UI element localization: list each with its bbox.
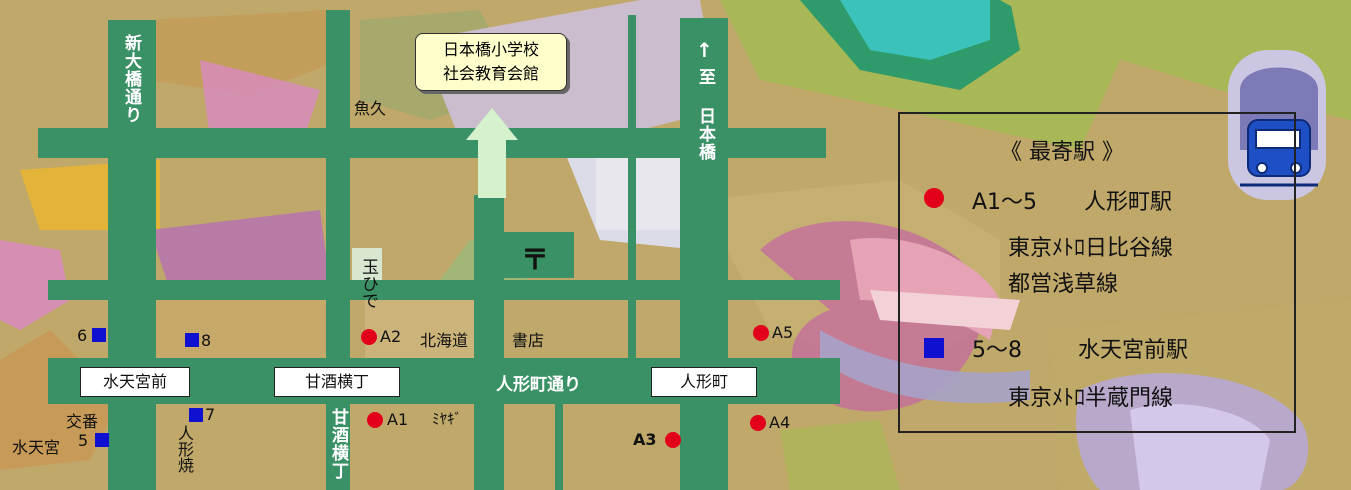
- exit-a4-marker: [750, 415, 766, 431]
- legend-red-marker: [924, 188, 944, 208]
- road-vertical-4: [628, 15, 636, 375]
- arrow-to-school-shaft: [478, 140, 506, 198]
- intersection-suitengumae: 水天宮前: [80, 367, 190, 397]
- place-miyaki: ﾐﾔｷﾞ: [432, 410, 463, 428]
- place-shoten: 書店: [512, 331, 545, 350]
- legend-title: 《 最寄駅 》: [1000, 140, 1124, 165]
- road-vertical-2: [326, 10, 350, 490]
- legend-blue-station: 水天宮前駅: [1078, 338, 1189, 363]
- legend-blue-line1: 東京ﾒﾄﾛ半蔵門線: [1008, 386, 1174, 411]
- road-shin-ohashi: [108, 20, 156, 490]
- legend-red-line1: 東京ﾒﾄﾛ日比谷線: [1008, 236, 1174, 261]
- exit-5-label: 5: [78, 431, 89, 450]
- school-callout: 日本橋小学校 社会教育会館: [415, 33, 567, 91]
- road-label-ningyocho-dori: 人形町通り: [496, 375, 581, 395]
- school-callout-line2: 社会教育会館: [442, 64, 539, 83]
- exit-a3-marker: [665, 432, 681, 448]
- exit-8-marker: [185, 333, 199, 347]
- exit-a1-label: A1: [387, 410, 409, 429]
- exit-6-label: 6: [77, 326, 88, 345]
- place-suitengu: 水天宮: [12, 438, 61, 457]
- road-to-nihonbashi: [680, 18, 728, 490]
- exit-7-label: 7: [205, 405, 216, 424]
- to-nihonbashi-arrow: ↑: [696, 38, 713, 62]
- road-label-amazake-yokocho: 甘酒横丁: [328, 408, 348, 480]
- place-uokyu: 魚久: [354, 99, 387, 118]
- legend-blue-range: 5～8: [972, 338, 1022, 363]
- road-horizontal-middle: [48, 280, 840, 300]
- legend-blue-marker: [924, 338, 944, 358]
- school-callout-line1: 日本橋小学校: [442, 40, 539, 59]
- place-koban: 交番: [66, 412, 99, 431]
- place-tamahide: 玉ひで: [358, 258, 378, 309]
- intersection-amazake-yokocho: 甘酒横丁: [274, 367, 400, 397]
- exit-6-marker: [92, 328, 106, 342]
- exit-7-marker: [189, 408, 203, 422]
- legend-red-station: 人形町駅: [1084, 190, 1173, 215]
- road-vertical-3: [474, 195, 504, 490]
- road-vertical-5: [555, 395, 563, 490]
- road-label-shin-ohashi: 新大橋通り: [121, 34, 141, 124]
- arrow-to-school: [466, 108, 518, 140]
- road-label-to-nihonbashi: 至 日本橋: [695, 68, 715, 161]
- exit-a2-marker: [361, 329, 377, 345]
- exit-8-label: 8: [201, 331, 212, 350]
- exit-a5-marker: [753, 325, 769, 341]
- exit-a4-label: A4: [769, 413, 791, 432]
- exit-a3-label: A3: [633, 430, 657, 449]
- exit-a1-marker: [367, 412, 383, 428]
- subway-train-icon: [1228, 50, 1326, 200]
- road-horizontal-top: [38, 128, 826, 158]
- exit-a2-label: A2: [380, 327, 402, 346]
- post-office-icon: 〒: [521, 243, 550, 276]
- intersection-ningyocho: 人形町: [651, 367, 757, 397]
- legend-red-range: A1～5: [972, 190, 1038, 215]
- place-ningyoyaki: 人形焼: [175, 425, 194, 473]
- legend-red-line2: 都営浅草線: [1008, 272, 1119, 297]
- exit-5-marker: [95, 433, 109, 447]
- exit-a5-label: A5: [772, 323, 794, 342]
- place-hokkaido: 北海道: [420, 331, 469, 350]
- nearest-station-legend: 《 最寄駅 》 A1～5 人形町駅 東京ﾒﾄﾛ日比谷線 都営浅草線 5～8 水天…: [898, 112, 1296, 433]
